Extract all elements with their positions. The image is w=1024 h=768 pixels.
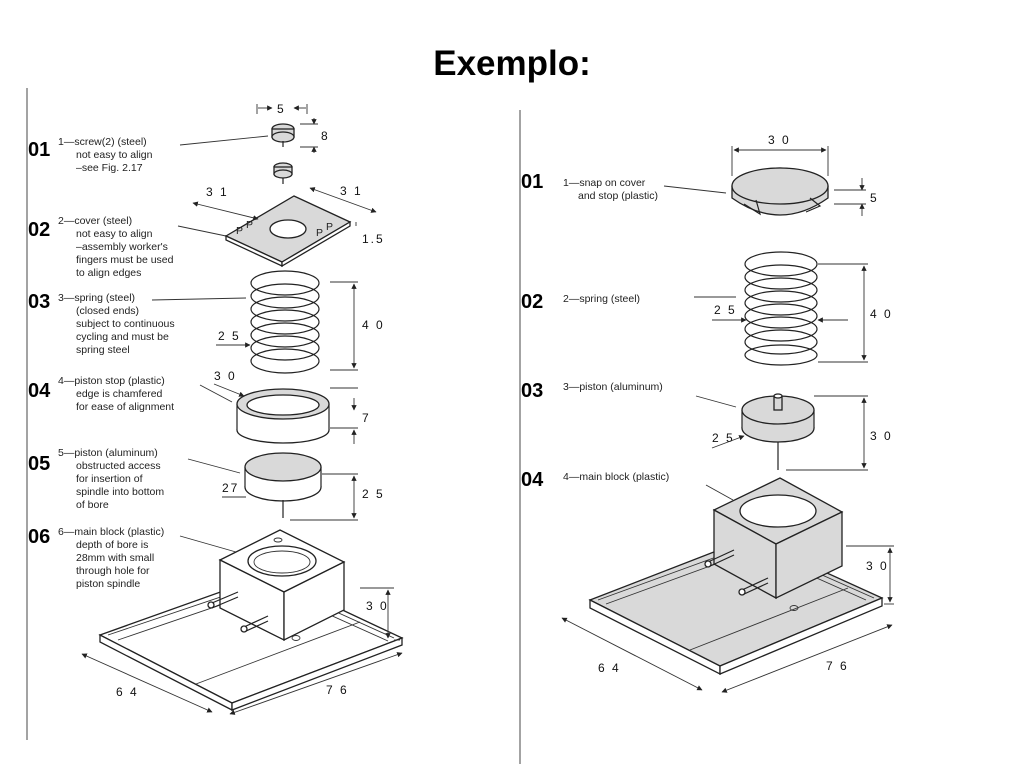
right-item-desc-01: 1—snap on cover and stop (plastic) xyxy=(563,177,658,202)
svg-text:3—spring (steel): 3—spring (steel) xyxy=(58,292,135,304)
left-screw-2 xyxy=(273,162,293,184)
cover-mark-2: P xyxy=(246,219,253,231)
left-item-desc-01: 1—screw(2) (steel) not easy to align –se… xyxy=(58,136,153,174)
left-dim-piston-h: 2 5 xyxy=(362,487,385,501)
cover-mark-4: P xyxy=(326,221,333,233)
left-diagram: 01 02 03 04 05 06 1—screw(2) (steel) not… xyxy=(26,88,404,740)
cover-mark-1: P xyxy=(236,225,243,237)
left-dim-base-l: 7 6 xyxy=(326,683,349,697)
svg-text:to align edges: to align edges xyxy=(76,267,141,279)
svg-text:1—snap on cover: 1—snap on cover xyxy=(563,177,646,189)
svg-text:and stop (plastic): and stop (plastic) xyxy=(578,190,658,202)
svg-text:cycling and must be: cycling and must be xyxy=(76,331,169,343)
svg-text:(closed ends): (closed ends) xyxy=(76,305,139,317)
right-dim-piston-d: 2 5 xyxy=(712,431,735,445)
right-dim-cover-d: 3 0 xyxy=(768,133,791,147)
left-item-num-05: 05 xyxy=(28,453,50,475)
right-item-num-02: 02 xyxy=(521,291,543,313)
left-item-num-03: 03 xyxy=(28,291,50,313)
svg-text:1—screw(2) (steel): 1—screw(2) (steel) xyxy=(58,136,147,148)
right-item-desc-04: 4—main block (plastic) xyxy=(563,471,669,483)
cover-mark-3: P xyxy=(316,227,323,239)
svg-text:for ease of alignment: for ease of alignment xyxy=(76,401,174,413)
svg-text:subject to continuous: subject to continuous xyxy=(76,318,175,330)
left-dim-spring-d: 2 5 xyxy=(218,329,241,343)
left-dim-base-w: 6 4 xyxy=(116,685,139,699)
left-dim-cover-b: 3 1 xyxy=(340,184,363,198)
left-item-desc-06: 6—main block (plastic) depth of bore is … xyxy=(58,526,164,590)
left-item-num-04: 04 xyxy=(28,380,51,402)
right-dim-base-l: 7 6 xyxy=(826,659,849,673)
left-dim-cover-a: 3 1 xyxy=(206,185,229,199)
slide-title: Exemplo: xyxy=(433,44,591,83)
left-spring xyxy=(250,270,320,374)
left-dim-cover-t: 1.5 xyxy=(362,232,385,246)
left-dim-screw-w: 5 xyxy=(277,102,286,116)
right-dim-base-w: 6 4 xyxy=(598,661,621,675)
svg-text:fingers must be used: fingers must be used xyxy=(76,254,174,266)
right-snap-cover xyxy=(731,167,829,216)
svg-text:not easy to align: not easy to align xyxy=(76,228,153,240)
right-spring xyxy=(744,251,818,366)
svg-text:spindle into bottom: spindle into bottom xyxy=(76,486,164,498)
svg-text:6—main block (plastic): 6—main block (plastic) xyxy=(58,526,164,538)
right-dim-cover-h: 5 xyxy=(870,191,879,205)
svg-text:4—piston stop (plastic): 4—piston stop (plastic) xyxy=(58,375,165,387)
svg-text:piston spindle: piston spindle xyxy=(76,578,140,590)
right-dim-block-h: 3 0 xyxy=(866,559,889,573)
svg-text:depth of bore is: depth of bore is xyxy=(76,539,148,551)
left-item-desc-02: 2—cover (steel) not easy to align –assem… xyxy=(58,215,174,279)
left-screw-1 xyxy=(271,123,295,147)
svg-text:through hole for: through hole for xyxy=(76,565,150,577)
left-dim-stop-d: 3 0 xyxy=(214,369,237,383)
left-item-num-01: 01 xyxy=(28,139,50,161)
left-item-desc-04: 4—piston stop (plastic) edge is chamfere… xyxy=(58,375,174,413)
left-item-num-06: 06 xyxy=(28,526,50,548)
left-dim-spring-h: 4 0 xyxy=(362,318,385,332)
right-item-num-01: 01 xyxy=(521,171,543,193)
svg-text:5—piston (aluminum): 5—piston (aluminum) xyxy=(58,447,158,459)
svg-text:–assembly worker's: –assembly worker's xyxy=(76,241,168,253)
right-dim-spring-h: 4 0 xyxy=(870,307,893,321)
right-main-block xyxy=(588,477,884,676)
right-item-desc-02: 2—spring (steel) xyxy=(563,293,640,305)
left-piston-stop xyxy=(236,388,330,444)
right-diagram: 01 02 03 04 1—snap on cover and stop (pl… xyxy=(519,110,894,764)
left-item-desc-03: 3—spring (steel) (closed ends) subject t… xyxy=(58,292,175,356)
left-item-desc-05: 5—piston (aluminum) obstructed access fo… xyxy=(58,447,164,511)
left-dim-piston-d: 27 xyxy=(222,481,239,495)
left-piston xyxy=(244,452,322,518)
right-dim-piston-h: 3 0 xyxy=(870,429,893,443)
svg-text:not easy to align: not easy to align xyxy=(76,149,153,161)
svg-text:of bore: of bore xyxy=(76,499,109,511)
svg-text:2—cover (steel): 2—cover (steel) xyxy=(58,215,132,227)
svg-text:edge is chamfered: edge is chamfered xyxy=(76,388,163,400)
svg-text:–see Fig. 2.17: –see Fig. 2.17 xyxy=(76,162,143,174)
svg-text:28mm with small: 28mm with small xyxy=(76,552,154,564)
right-item-num-03: 03 xyxy=(521,380,543,402)
right-dim-spring-d: 2 5 xyxy=(714,303,737,317)
svg-text:obstructed access: obstructed access xyxy=(76,460,161,472)
right-item-num-04: 04 xyxy=(521,469,544,491)
left-item-num-02: 02 xyxy=(28,219,50,241)
right-piston xyxy=(741,393,815,470)
svg-text:for insertion of: for insertion of xyxy=(76,473,143,485)
left-cover-plate: P P P P xyxy=(224,195,352,268)
svg-text:spring steel: spring steel xyxy=(76,344,130,356)
left-dim-block-h: 3 0 xyxy=(366,599,389,613)
left-dim-screw-h: 8 xyxy=(321,129,330,143)
right-item-desc-03: 3—piston (aluminum) xyxy=(563,381,663,393)
left-dim-stop-h: 7 xyxy=(362,411,371,425)
